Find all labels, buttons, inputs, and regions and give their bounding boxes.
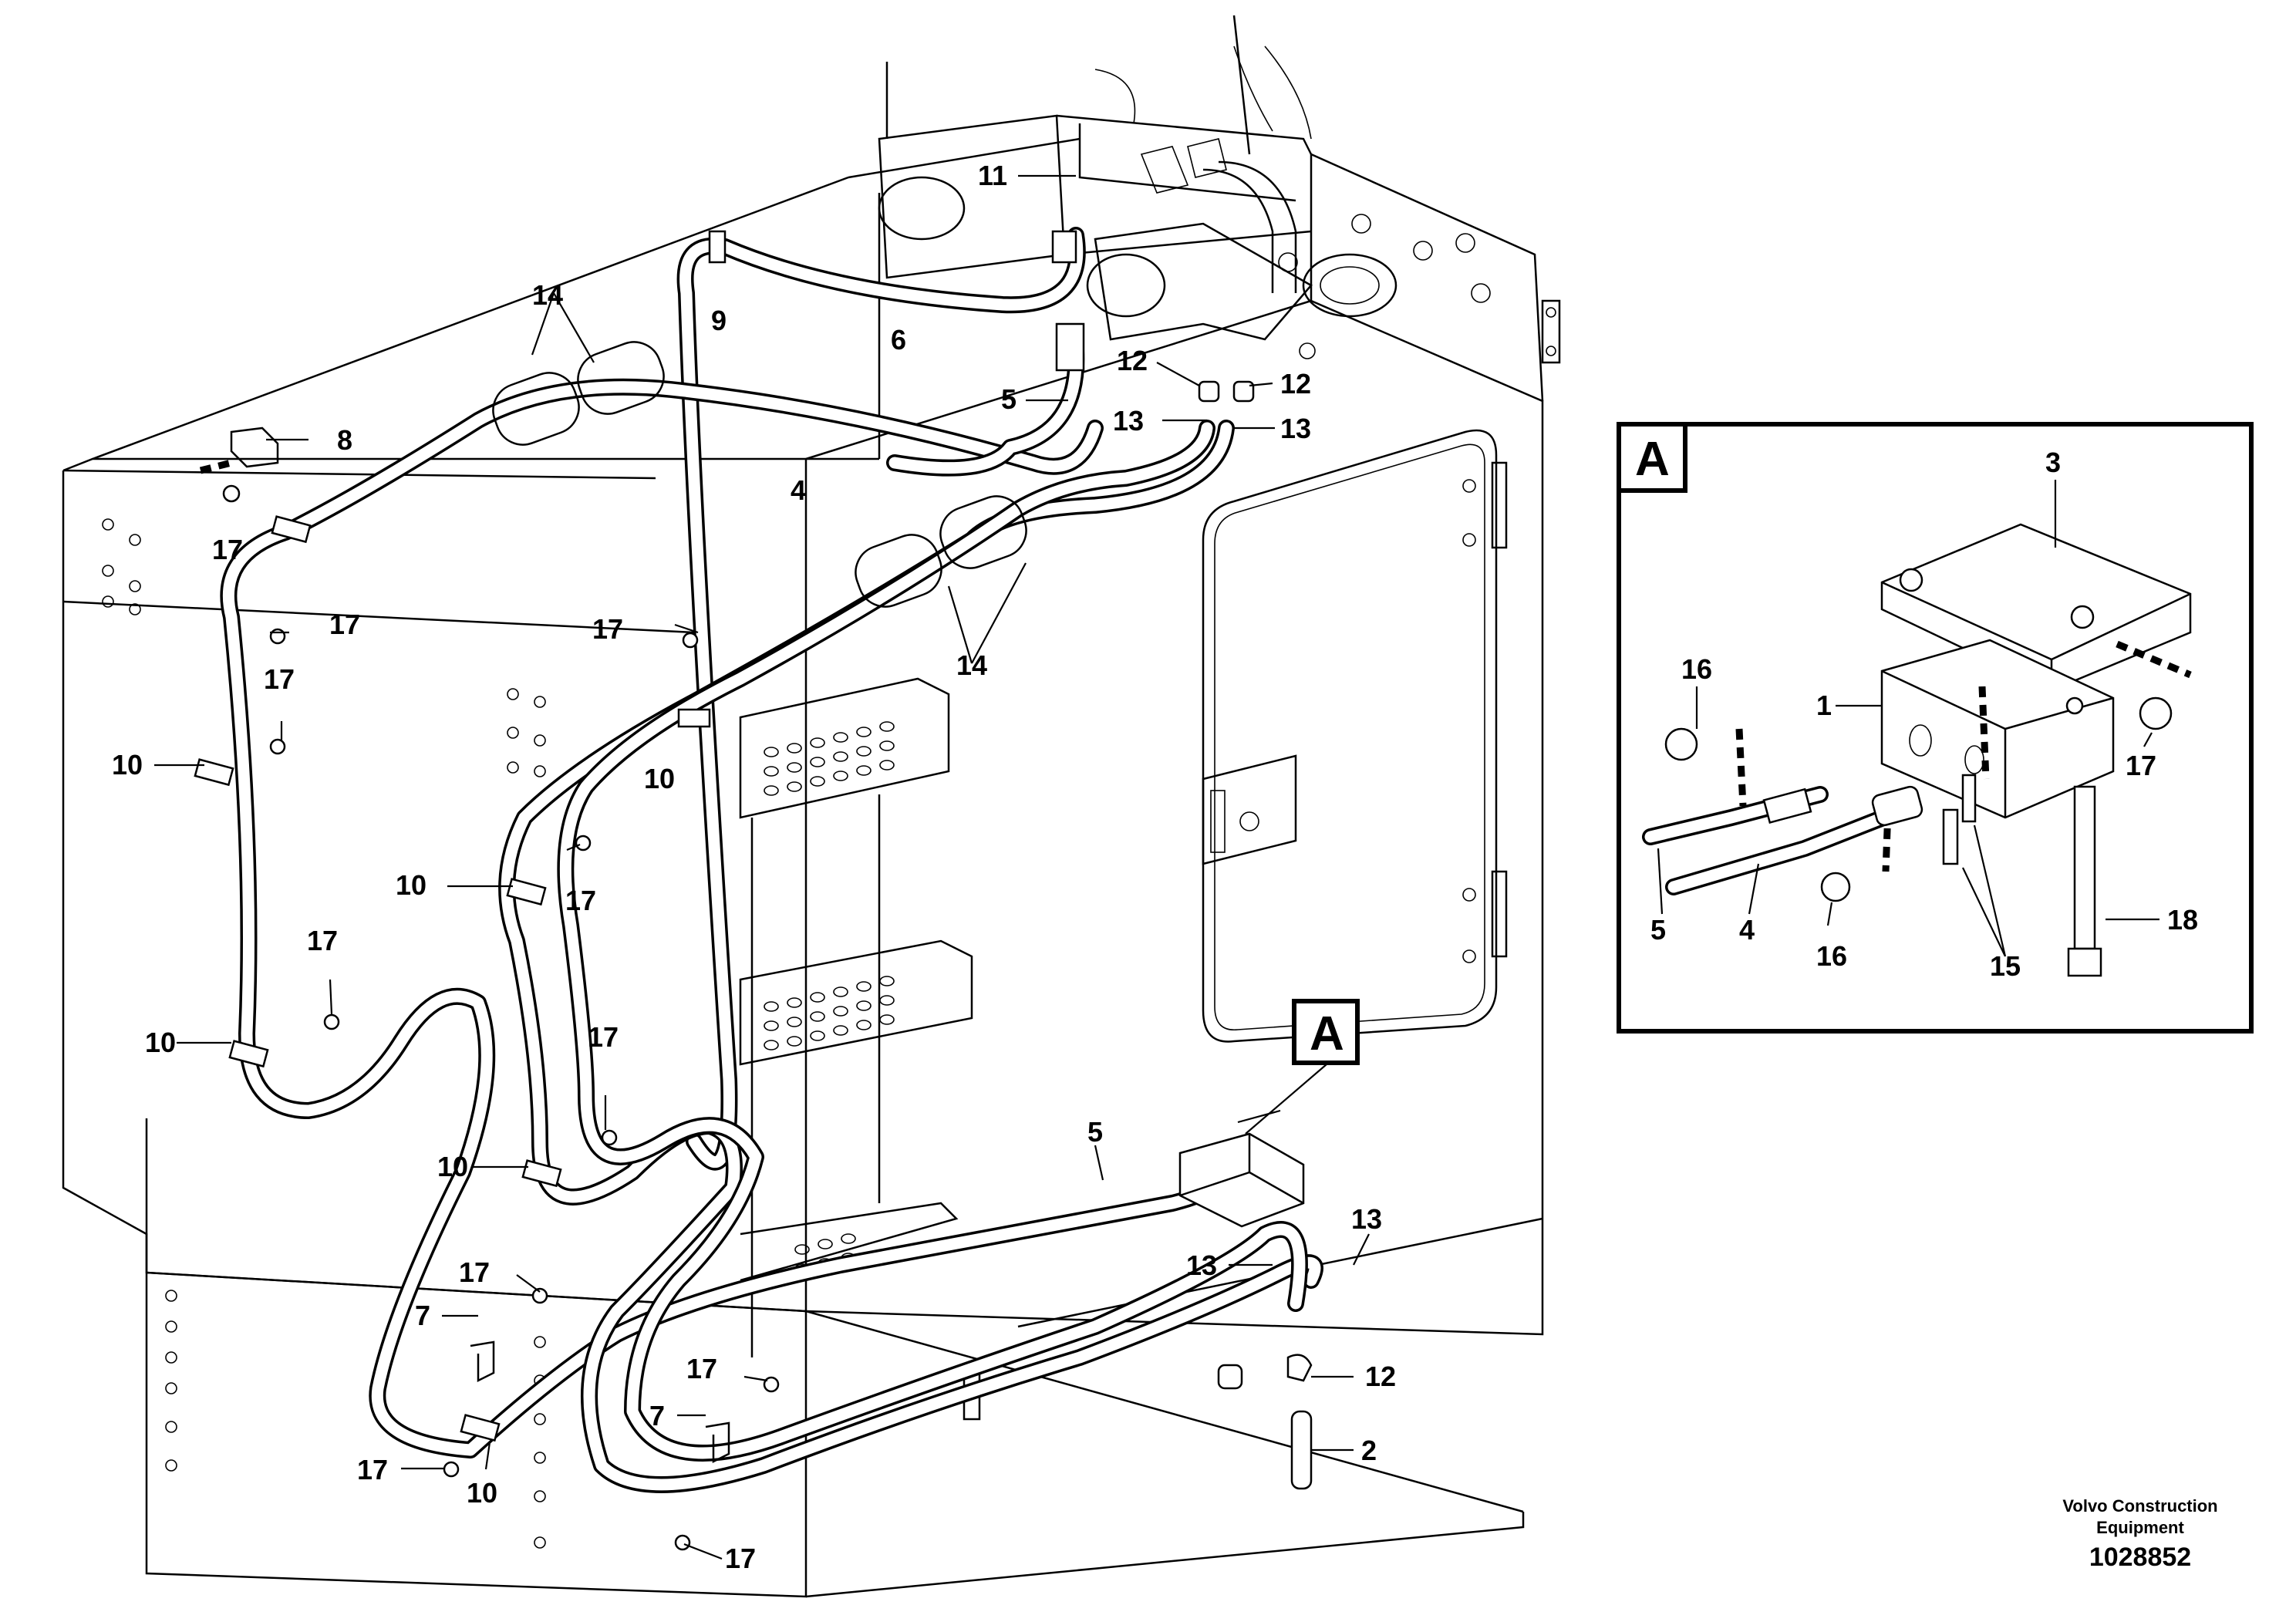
detail-label-4: 4 <box>1739 914 1755 946</box>
callout-10-e: 10 <box>437 1151 468 1182</box>
hose-6 <box>676 227 1086 1171</box>
callout-17-a: 17 <box>212 534 243 565</box>
detail-label-16-top: 16 <box>1681 653 1712 685</box>
step-holes <box>764 721 895 1274</box>
callout-6: 6 <box>891 324 906 356</box>
callout-labels: 11 9 6 14 14 12 12 12 5 5 13 13 13 13 4 … <box>112 160 1396 1574</box>
detail-a-marker: A <box>1245 999 1360 1135</box>
detail-label-1: 1 <box>1816 690 1832 721</box>
callout-17-i: 17 <box>357 1454 388 1485</box>
detail-label-18: 18 <box>2167 904 2198 936</box>
callout-17-j: 17 <box>686 1353 717 1384</box>
hose-clamps <box>194 230 1077 1442</box>
brackets <box>230 427 730 1464</box>
callout-5-upper: 5 <box>1001 383 1017 415</box>
callout-17-c: 17 <box>264 663 295 695</box>
callout-17-d: 17 <box>592 613 623 645</box>
detail-a-letter: A <box>1635 433 1670 486</box>
cab-structure <box>62 15 1561 1598</box>
callout-14-upper: 14 <box>532 279 563 311</box>
callout-13-bottom-left: 13 <box>1186 1249 1217 1281</box>
callout-17-f: 17 <box>307 925 338 956</box>
hose-guide-rings <box>492 341 1027 608</box>
callout-10-d: 10 <box>145 1027 176 1058</box>
callout-10-b: 10 <box>644 763 675 794</box>
fittings <box>1055 322 1313 1490</box>
callout-10-c: 10 <box>396 869 426 901</box>
detail-a-inset: A <box>1617 422 2254 1034</box>
callout-5-lower: 5 <box>1087 1116 1103 1148</box>
drawing-number: 1028852 <box>2089 1543 2191 1572</box>
callout-9: 9 <box>711 305 727 336</box>
callout-13-right: 13 <box>1280 413 1311 444</box>
callout-10-a: 10 <box>112 749 143 781</box>
callout-11: 11 <box>978 160 1007 191</box>
callout-13-bottom-right: 13 <box>1351 1203 1382 1235</box>
detail-label-15: 15 <box>1990 950 2021 982</box>
callout-13-left: 13 <box>1113 405 1144 437</box>
callout-10-f: 10 <box>467 1477 497 1509</box>
callout-4: 4 <box>791 474 806 506</box>
wall-bolt-holes <box>102 518 546 1549</box>
callout-12-left: 12 <box>1117 345 1148 376</box>
detail-label-17: 17 <box>2126 750 2156 781</box>
callout-2: 2 <box>1361 1435 1377 1466</box>
callout-12-bottom: 12 <box>1365 1361 1396 1392</box>
callout-7-a: 7 <box>415 1300 430 1331</box>
detail-label-3: 3 <box>2045 447 2061 478</box>
bolts <box>199 459 780 1551</box>
callout-12-right: 12 <box>1280 368 1311 400</box>
hose-13b <box>557 420 1308 1462</box>
credit-line-1: Volvo Construction <box>2062 1496 2217 1516</box>
leader-lines <box>154 174 1370 1560</box>
publisher-credit: Volvo Construction Equipment 1028852 <box>2062 1496 2217 1572</box>
callout-17-k: 17 <box>725 1543 756 1574</box>
detail-a-marker-letter: A <box>1310 1007 1344 1061</box>
callout-17-e: 17 <box>565 885 596 916</box>
callout-7-b: 7 <box>649 1400 665 1431</box>
hose-5 <box>886 342 1085 477</box>
callout-17-b: 17 <box>329 609 360 640</box>
detail-label-16-bottom: 16 <box>1816 940 1847 972</box>
callout-14-lower: 14 <box>956 649 987 681</box>
callout-17-g: 17 <box>588 1021 619 1053</box>
credit-line-2: Equipment <box>2096 1518 2184 1537</box>
detail-label-5: 5 <box>1650 914 1666 946</box>
detail-a-block <box>1178 1132 1305 1228</box>
callout-17-h: 17 <box>459 1256 490 1288</box>
callout-8: 8 <box>337 424 352 456</box>
